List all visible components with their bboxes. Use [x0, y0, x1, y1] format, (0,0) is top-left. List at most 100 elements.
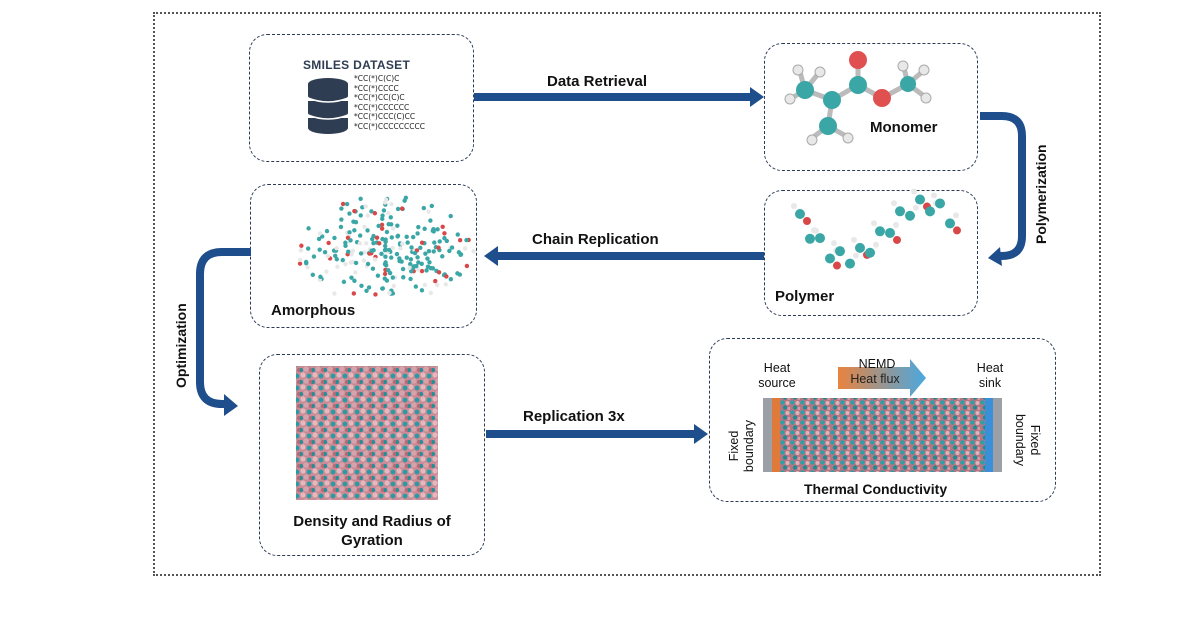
cluster-atom: [428, 265, 434, 271]
smiles-entry: *CC(*)CCCCCC: [354, 102, 410, 112]
cluster-atom: [324, 228, 330, 234]
cluster-atom: [338, 224, 344, 230]
cluster-atom: [424, 268, 429, 273]
cluster-atom: [408, 276, 413, 282]
heat-source-label: Heat source: [751, 361, 803, 391]
density-simulation-image: [296, 366, 438, 500]
cluster-atom: [371, 240, 376, 246]
cluster-atom: [365, 228, 370, 233]
cluster-atom: [387, 290, 392, 296]
cluster-atom: [305, 246, 311, 251]
cluster-atom: [419, 268, 425, 274]
cluster-atom: [383, 247, 389, 252]
cluster-atom: [341, 279, 347, 285]
carbon-atom: [855, 242, 865, 253]
carbon-atom: [905, 210, 915, 221]
cluster-atom: [416, 224, 421, 230]
cluster-atom: [458, 252, 464, 257]
carbon-atom: [815, 233, 825, 244]
cluster-atom: [400, 266, 406, 272]
smiles-entry: *CC(*)CCCCCCCCC: [354, 121, 425, 131]
cluster-atom: [299, 243, 304, 248]
cluster-atom: [352, 228, 357, 233]
hydrogen-atom: [891, 200, 897, 207]
density-label: Density and Radius of Gyration: [259, 512, 485, 550]
carbon-atom: [885, 227, 895, 238]
cluster-atom: [448, 276, 454, 282]
cluster-atom: [419, 288, 425, 293]
carbon-atom: [925, 206, 935, 217]
cluster-atom: [347, 230, 352, 235]
cluster-atom: [398, 246, 403, 251]
cluster-atom: [369, 248, 374, 254]
cluster-atom: [428, 290, 434, 296]
polymer-chain: [791, 188, 961, 270]
cluster-atom: [326, 240, 331, 246]
cluster-atom: [364, 288, 369, 293]
cluster-atom: [349, 252, 354, 257]
smiles-entry: *CC(*)CCC(C)CC: [354, 112, 416, 121]
cluster-atom: [347, 211, 352, 216]
heat-sink-bar: [985, 398, 993, 472]
cluster-atom: [353, 260, 359, 266]
carbon-atom: [805, 233, 815, 244]
cluster-atom: [432, 240, 437, 245]
cluster-atom: [382, 271, 388, 277]
cluster-atom: [390, 291, 396, 296]
monomer-label: Monomer: [870, 119, 938, 136]
thermal-simulation-image: [780, 398, 985, 472]
cluster-atom: [431, 249, 436, 254]
cluster-atom: [324, 269, 329, 274]
cluster-atom: [405, 240, 410, 245]
cluster-atom: [380, 216, 385, 222]
cluster-atom: [352, 208, 357, 214]
cluster-atom: [386, 221, 391, 227]
cluster-atom: [383, 254, 388, 259]
carbon-atom: [865, 247, 875, 258]
cluster-atom: [382, 276, 388, 281]
cluster-atom: [400, 241, 405, 247]
cluster-atom: [443, 282, 448, 287]
cluster-atom: [415, 231, 420, 236]
cluster-atom: [382, 243, 388, 249]
cluster-atom: [391, 283, 397, 289]
cluster-atom: [413, 284, 419, 289]
heat-sink-line2: sink: [978, 376, 1002, 390]
cluster-atom: [423, 251, 428, 256]
hydrogen-atom: [931, 192, 937, 199]
cluster-atom: [379, 222, 385, 228]
cluster-atom: [426, 209, 431, 214]
heat-source-line1: Heat: [763, 361, 791, 375]
cluster-atom: [351, 219, 356, 224]
cluster-atom: [395, 233, 401, 239]
cluster-atom: [412, 250, 418, 256]
cluster-atom: [332, 235, 337, 241]
cluster-atom: [442, 231, 447, 236]
cluster-atom: [411, 264, 417, 269]
cluster-atom: [418, 245, 423, 251]
fixed-boundary-right-label: Fixed boundary: [1013, 413, 1042, 467]
cluster-atom: [357, 233, 363, 238]
cluster-atom: [348, 260, 354, 265]
cluster-atom: [389, 255, 394, 260]
hydrogen-atom: [851, 236, 857, 243]
carbon-atom: [895, 206, 905, 217]
carbon-atom: [935, 198, 945, 209]
cluster-atom: [344, 201, 350, 207]
carbon-atom: [875, 226, 885, 237]
cluster-atom: [389, 235, 395, 240]
cluster-atom: [303, 259, 309, 265]
cluster-atom: [334, 245, 339, 251]
cluster-atom: [449, 245, 455, 250]
cluster-atom: [419, 240, 425, 245]
cluster-atom: [386, 267, 391, 273]
cluster-atom: [429, 203, 435, 209]
cluster-atom: [399, 206, 405, 211]
density-label-line2: Gyration: [341, 532, 403, 549]
cluster-atom: [365, 213, 371, 218]
cluster-atom: [298, 248, 304, 253]
cluster-atom: [311, 254, 317, 259]
cluster-atom: [363, 204, 368, 209]
cluster-atom: [409, 245, 414, 250]
